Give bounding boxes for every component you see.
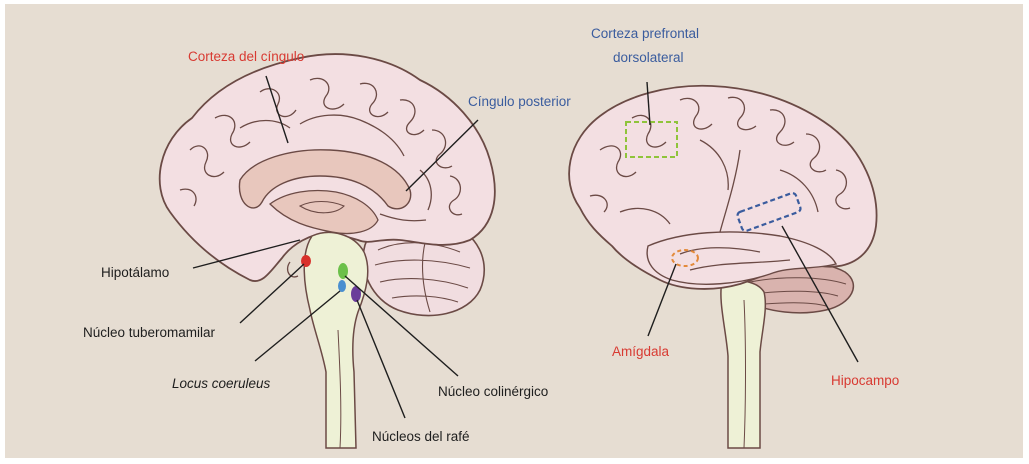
label-prefrontal-line1: Corteza prefrontal bbox=[591, 26, 699, 42]
label-hypothalamus: Hipotálamo bbox=[101, 265, 169, 281]
sagittal-brainstem bbox=[304, 233, 368, 448]
label-amygdala: Amígdala bbox=[612, 344, 669, 360]
label-posterior-cingulate: Cíngulo posterior bbox=[468, 94, 571, 110]
label-prefrontal-line2: dorsolateral bbox=[613, 50, 684, 66]
locus-coeruleus-dot bbox=[338, 280, 346, 292]
label-hippocampus: Hipocampo bbox=[831, 373, 899, 389]
label-cingulate-cortex: Corteza del cíngulo bbox=[188, 49, 304, 65]
lateral-brain bbox=[569, 86, 876, 448]
label-cholinergic: Núcleo colinérgico bbox=[438, 384, 548, 400]
label-tuberomammillary: Núcleo tuberomamilar bbox=[83, 325, 215, 341]
label-locus-coeruleus: Locus coeruleus bbox=[172, 376, 270, 392]
lateral-brainstem bbox=[721, 280, 765, 448]
label-raphe: Núcleos del rafé bbox=[372, 429, 470, 445]
raphe-leader bbox=[357, 300, 405, 418]
